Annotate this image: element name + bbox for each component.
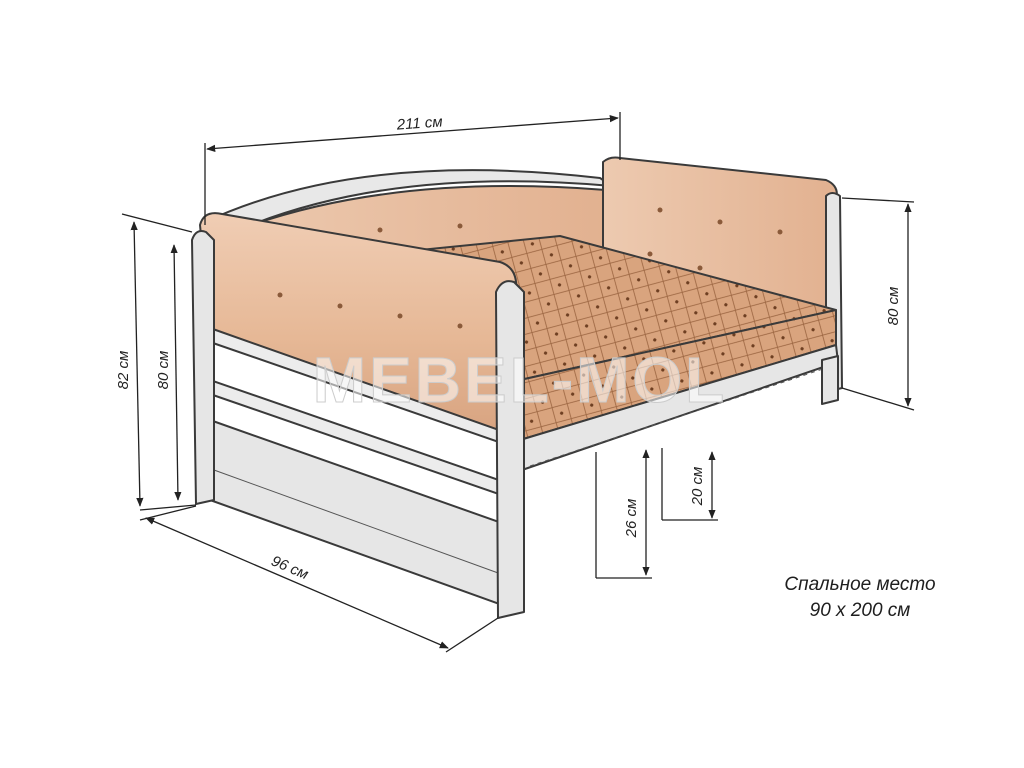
dim-depth-line: [145, 517, 449, 649]
dimension-lines: [121, 112, 915, 653]
caption-line-1: Спальное место: [784, 574, 936, 595]
bed-illustration: [191, 156, 843, 619]
dim-height-inner-line: [170, 244, 182, 501]
label-clearance-low: 26 см: [623, 499, 640, 539]
caption-line-2: 90 x 200 см: [809, 600, 911, 621]
label-depth: 96 см: [269, 552, 311, 583]
dim-height-front-line: [130, 221, 144, 507]
foot-post-left: [191, 230, 215, 505]
label-height-back: 80 см: [885, 287, 902, 326]
label-length: 211 см: [395, 113, 443, 133]
label-height-front: 82 см: [115, 351, 132, 390]
foot-post-right: [495, 280, 525, 619]
sleeping-area-caption: Спальное место 90 x 200 см: [700, 572, 1020, 624]
tufting-buttons: [277, 207, 783, 329]
back-leg: [821, 355, 839, 405]
foot-panel-lower: [209, 419, 517, 611]
watermark: MEBEL-MOL: [313, 344, 728, 416]
dim-length-line: [206, 114, 619, 153]
label-clearance-high: 20 см: [689, 467, 706, 507]
label-height-inner: 80 см: [155, 351, 172, 390]
